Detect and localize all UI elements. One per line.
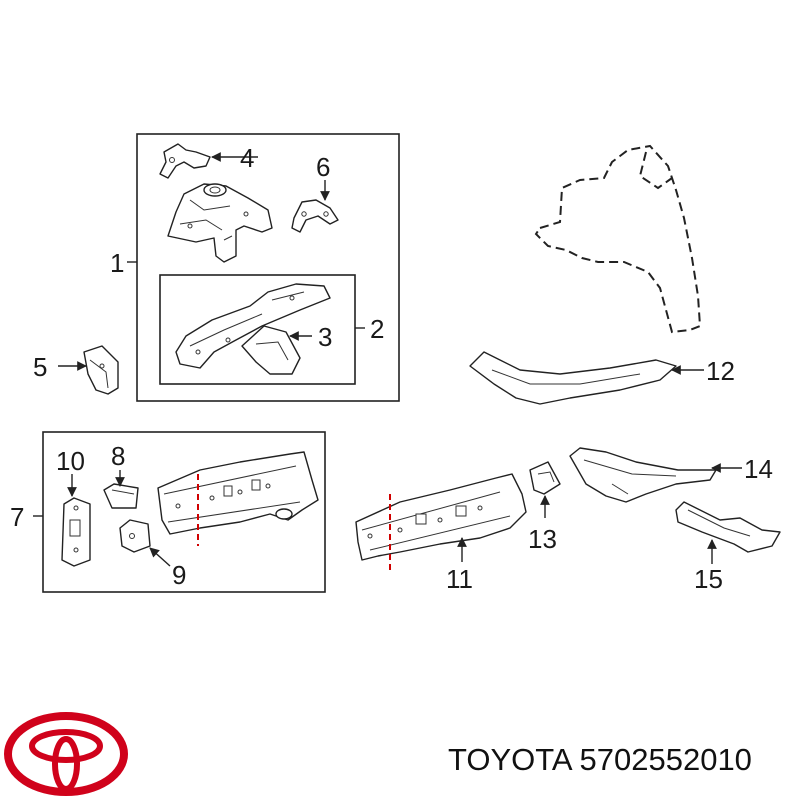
callout-2: 2 [370, 314, 384, 344]
callout-6: 6 [316, 152, 330, 182]
leader-9 [149, 547, 171, 567]
part-12-apron[interactable] [469, 351, 677, 405]
part-14-reinforcement[interactable] [569, 447, 717, 503]
callout-11: 11 [446, 564, 473, 594]
group-box-2 [159, 274, 356, 385]
callout-8: 8 [111, 441, 125, 471]
brand-name: TOYOTA [448, 742, 571, 777]
part-13-patch[interactable] [529, 461, 561, 495]
part-caption: TOYOTA 5702552010 [448, 742, 752, 778]
part-number: 5702552010 [579, 742, 752, 777]
fender-outline [534, 144, 702, 334]
toyota-logo-icon [4, 712, 128, 796]
part-1-strut-tower[interactable] [167, 183, 273, 263]
callout-12: 12 [706, 356, 735, 386]
part-7-front-rail[interactable] [157, 451, 319, 535]
part-2-upper-rail[interactable] [175, 283, 331, 369]
part-4-bracket[interactable] [159, 143, 211, 179]
part-9-bracket[interactable] [119, 519, 151, 553]
callout-13: 13 [528, 524, 557, 554]
group-box-1 [136, 133, 400, 402]
part-3-gusset[interactable] [241, 325, 301, 375]
callout-4: 4 [240, 143, 254, 173]
part-10-plate[interactable] [61, 497, 91, 567]
group-box-7 [42, 431, 326, 593]
part-5-bracket[interactable] [83, 345, 119, 395]
part-15-brace[interactable] [675, 501, 781, 553]
callout-15: 15 [694, 564, 723, 594]
callout-3: 3 [318, 322, 332, 352]
fender-inner-edge [638, 151, 673, 190]
callout-10: 10 [56, 446, 85, 476]
callout-9: 9 [172, 560, 186, 590]
callout-7: 7 [10, 502, 24, 532]
part-6-bracket[interactable] [291, 199, 339, 233]
part-8-bracket[interactable] [103, 483, 139, 509]
part-11-rail[interactable] [355, 473, 527, 561]
callout-5: 5 [33, 352, 47, 382]
callout-1: 1 [110, 248, 124, 278]
callout-14: 14 [744, 454, 773, 484]
